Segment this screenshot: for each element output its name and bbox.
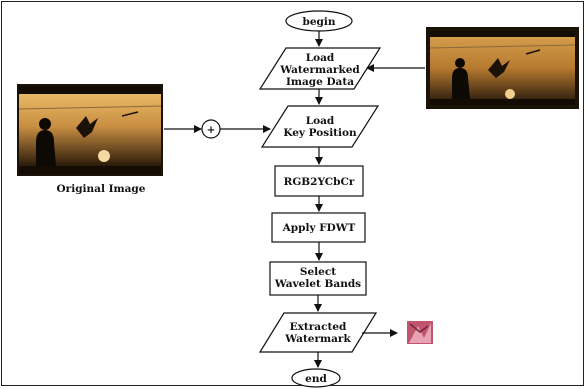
rgb2ycbcr-process: RGB2YCbCr [274,165,364,197]
load-watermarked-line2: Watermarked [279,64,360,76]
combiner-symbol: + [207,124,216,136]
select-bands-line1: Select [300,266,336,278]
watermarked-image [426,27,579,109]
extracted-watermark-image [407,321,433,344]
original-image [17,84,163,176]
extracted-watermark-output: Extracted Watermark [258,312,378,353]
load-key-position-process: Load Key Position [260,105,380,148]
extracted-line1: Extracted [290,321,347,333]
load-watermarked-process: Load Watermarked Image Data [258,47,382,90]
apply-fdwt-label: Apply FDWT [282,222,356,234]
load-key-line2: Key Position [283,127,357,139]
end-label: end [305,373,327,385]
load-key-line1: Load [306,115,335,127]
select-bands-line2: Wavelet Bands [274,278,361,290]
rgb2ycbcr-label: RGB2YCbCr [284,176,355,188]
combiner-node: + [201,119,221,139]
original-image-caption: Original Image [57,183,146,195]
begin-terminator: begin [285,10,353,32]
select-wavelet-bands-process: Select Wavelet Bands [269,261,367,296]
begin-label: begin [303,16,336,28]
end-terminator: end [291,368,341,388]
extracted-line2: Watermark [284,333,351,345]
load-watermarked-line3: Image Data [286,76,354,88]
apply-fdwt-process: Apply FDWT [271,212,366,243]
load-watermarked-line1: Load [306,52,335,64]
